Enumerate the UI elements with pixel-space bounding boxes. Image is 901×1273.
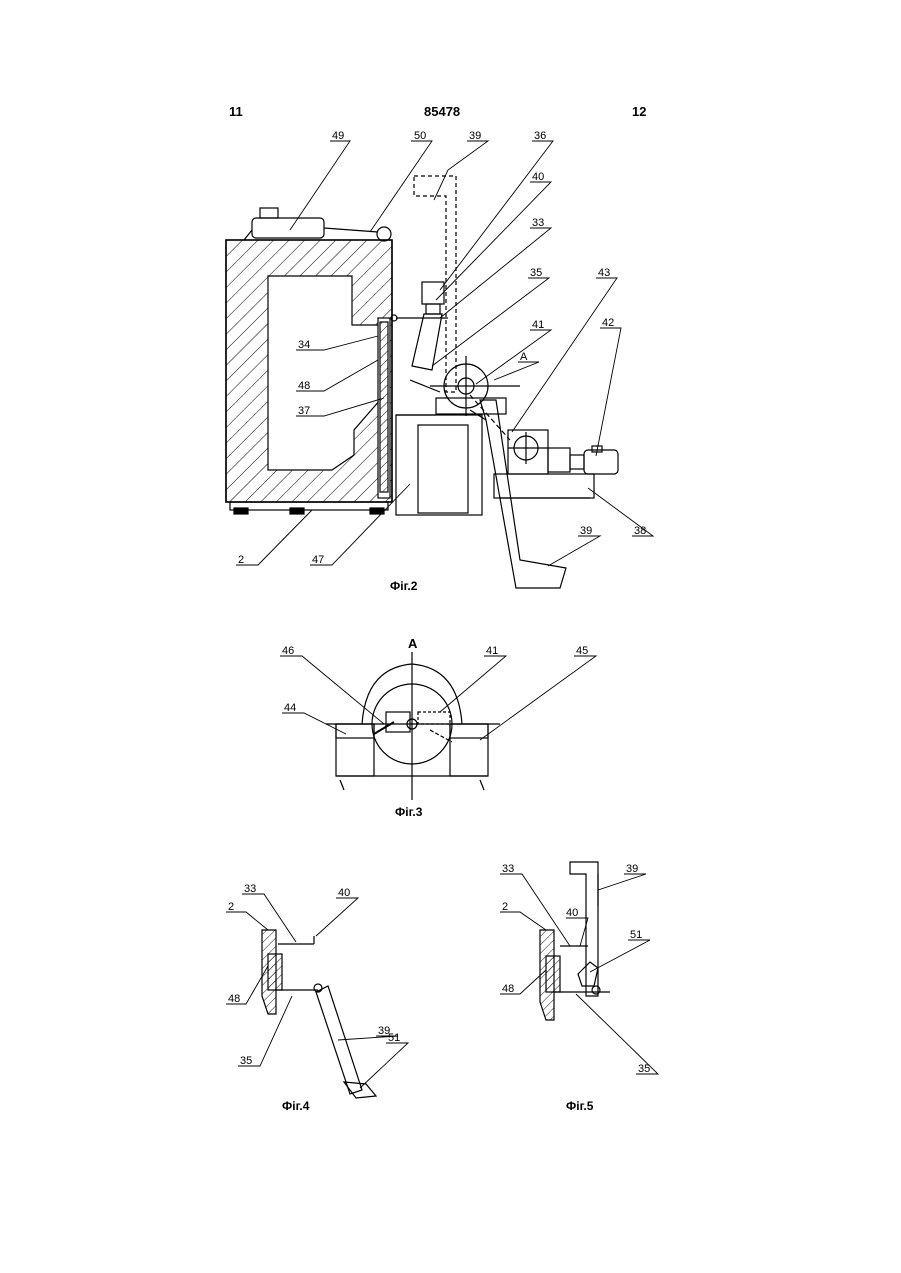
fig2-label-2: 2 (238, 554, 244, 566)
fig2-label-38: 38 (634, 525, 646, 537)
fig2-caption: Фіг.2 (390, 579, 418, 593)
fig4-caption: Фіг.4 (282, 1099, 310, 1113)
fig2-label-A: A (520, 351, 528, 363)
fig3-label-44: 44 (284, 702, 296, 714)
fig3-view-label: A (408, 636, 418, 651)
figure-5 (540, 862, 610, 1020)
figure-3-leaders (280, 656, 596, 740)
fig2-label-48: 48 (298, 380, 310, 392)
fig4-label-48: 48 (228, 993, 240, 1005)
fig2-label-37: 37 (298, 405, 310, 417)
fig2-label-50: 50 (414, 130, 426, 142)
fig4-label-40: 40 (338, 887, 350, 899)
fig2-label-33: 33 (532, 217, 544, 229)
furnace-body (226, 240, 392, 502)
figure-5-leaders (500, 874, 658, 1074)
figure-4 (262, 930, 376, 1098)
fig2-label-49: 49 (332, 130, 344, 142)
fig3-label-45: 45 (576, 645, 588, 657)
fig2-label-40: 40 (532, 171, 544, 183)
fig5-label-48: 48 (502, 983, 514, 995)
fig5-label-39: 39 (626, 863, 638, 875)
fig5-label-40: 40 (566, 907, 578, 919)
fig5-label-33: 33 (502, 863, 514, 875)
figure-2 (226, 176, 618, 588)
fig2-label-42: 42 (602, 317, 614, 329)
fig4-label-51: 51 (388, 1032, 400, 1044)
fig4-label-2: 2 (228, 901, 234, 913)
fig2-label-36: 36 (534, 130, 546, 142)
fig5-label-2: 2 (502, 901, 508, 913)
figure-5-labels: 33 39 2 40 51 48 35 (502, 863, 650, 1075)
fig2-label-34: 34 (298, 339, 310, 351)
fig5-label-35: 35 (638, 1063, 650, 1075)
fig3-label-46: 46 (282, 645, 294, 657)
fig4-label-33: 33 (244, 883, 256, 895)
figure-3 (326, 652, 500, 800)
fig4-label-35: 35 (240, 1055, 252, 1067)
fig2-label-39-bottom: 39 (580, 525, 592, 537)
fig2-label-47: 47 (312, 554, 324, 566)
fig2-label-39-top: 39 (469, 130, 481, 142)
fig2-label-35: 35 (530, 267, 542, 279)
fig3-label-41: 41 (486, 645, 498, 657)
fig5-label-51: 51 (630, 929, 642, 941)
fig3-caption: Фіг.3 (395, 805, 423, 819)
fig2-label-41: 41 (532, 319, 544, 331)
fig5-caption: Фіг.5 (566, 1099, 594, 1113)
figure-3-labels: 46 41 45 44 (282, 645, 588, 714)
fig2-label-43: 43 (598, 267, 610, 279)
figure-4-labels: 33 40 2 48 35 39 51 (228, 883, 400, 1067)
